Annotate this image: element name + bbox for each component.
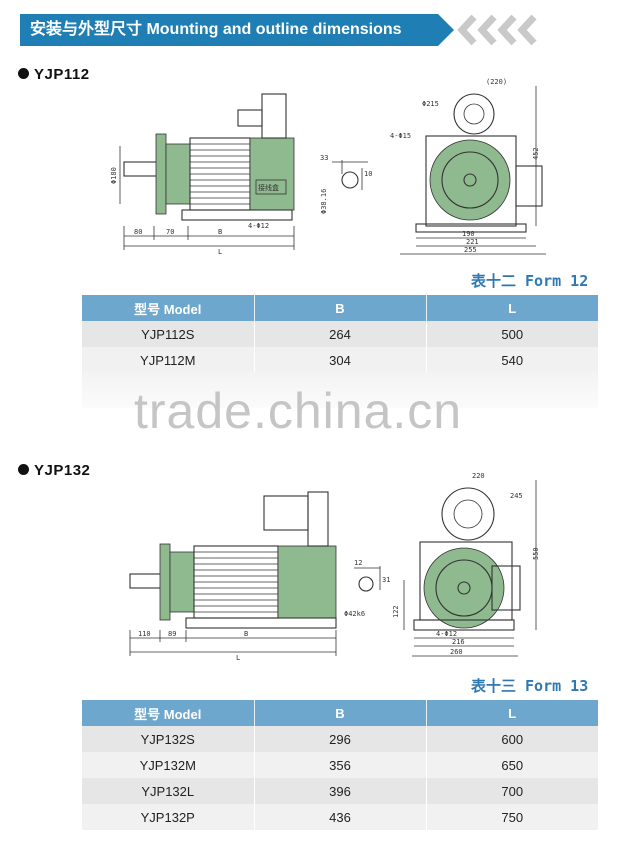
cell-l: 540: [426, 347, 598, 373]
table-header-row: 型号 Model B L: [82, 295, 598, 321]
watermark-band: [82, 372, 598, 408]
cell-b: 304: [254, 347, 427, 373]
header-b: B: [254, 700, 427, 726]
drawing-side-view-yjp112: 接线盒 Φ180 80 70 B L 4-Φ12: [110, 86, 380, 256]
table-row: YJP112M 304 540: [82, 347, 598, 373]
cell-model: YJP132S: [82, 726, 255, 752]
table-row: YJP132P 436 750: [82, 804, 598, 830]
cell-l: 700: [426, 778, 598, 804]
dim-33: 33: [320, 154, 328, 162]
dim-452: 452: [532, 147, 540, 160]
dim-12: 12: [354, 559, 362, 567]
form-label-12: 表十二 Form 12: [471, 272, 589, 290]
cell-b: 296: [254, 726, 427, 752]
table-row: YJP132L 396 700: [82, 778, 598, 804]
cell-model: YJP132P: [82, 804, 255, 830]
cell-l: 600: [426, 726, 598, 752]
dim-220: (220): [486, 78, 507, 86]
terminal-box-label: 接线盒: [258, 183, 279, 192]
dim-b: B: [218, 228, 222, 236]
bullet-icon: [18, 464, 29, 475]
dim-260: 260: [450, 648, 463, 656]
dim-190: 190: [462, 230, 475, 238]
drawing-side-view-yjp132: 110 89 B L: [124, 488, 364, 660]
drawing-front-view-yjp112: (220) Φ215 4-Φ15 452 190 221 255: [386, 76, 556, 258]
cell-l: 750: [426, 804, 598, 830]
dim-phi38: Φ38.16: [320, 189, 328, 214]
dim-4-phi15: 4-Φ15: [390, 132, 411, 140]
header-model: 型号 Model: [82, 295, 255, 321]
dim-l: L: [236, 654, 240, 660]
cell-l: 650: [426, 752, 598, 778]
dim-phi42k6: Φ42k6: [344, 610, 365, 618]
header-l: L: [426, 700, 598, 726]
spec-table-yjp132: 型号 Model B L YJP132S 296 600 YJP132M 356…: [82, 700, 598, 830]
cell-model: YJP132M: [82, 752, 255, 778]
cell-model: YJP112S: [82, 321, 255, 347]
cell-b: 356: [254, 752, 427, 778]
dim-l: L: [218, 248, 222, 256]
dim-110: 110: [138, 630, 151, 638]
dim-220: 220: [472, 472, 485, 480]
table-row: YJP112S 264 500: [82, 321, 598, 347]
dim-221: 221: [466, 238, 479, 246]
bullet-icon: [18, 68, 29, 79]
table-row: YJP132M 356 650: [82, 752, 598, 778]
table-row: YJP132S 296 600: [82, 726, 598, 752]
dim-122: 122: [392, 605, 400, 618]
dim-255: 255: [464, 246, 477, 254]
header-model: 型号 Model: [82, 700, 255, 726]
header-b: B: [254, 295, 427, 321]
dim-89: 89: [168, 630, 176, 638]
dim-31: 31: [382, 576, 390, 584]
dim-10: 10: [364, 170, 372, 178]
dim-4-phi12: 4-Φ12: [248, 222, 269, 230]
dim-550: 550: [532, 547, 540, 560]
dim-80: 80: [134, 228, 142, 236]
table-header-row: 型号 Model B L: [82, 700, 598, 726]
banner-title: 安装与外型尺寸 Mounting and outline dimensions: [30, 21, 402, 38]
model-heading-yjp132: YJP132: [18, 462, 90, 479]
watermark: trade.china.cn: [134, 383, 463, 439]
drawing-front-view-yjp132: 220 245 550 122 4-Φ12 216 260: [392, 470, 552, 662]
chevron-decoration-icon: [452, 14, 562, 46]
dim-phi180: Φ180: [110, 167, 118, 184]
dim-216: 216: [452, 638, 465, 646]
drawing-shaft-detail-yjp112: 33 10 Φ38.16: [318, 150, 378, 220]
dim-70: 70: [166, 228, 174, 236]
dim-245: 245: [510, 492, 523, 500]
spec-table-yjp112: 型号 Model B L YJP112S 264 500 YJP112M 304…: [82, 295, 598, 373]
cell-b: 436: [254, 804, 427, 830]
model-heading-yjp112: YJP112: [18, 66, 90, 83]
section-banner: 安装与外型尺寸 Mounting and outline dimensions: [20, 14, 454, 46]
cell-b: 264: [254, 321, 427, 347]
form-label-13: 表十三 Form 13: [471, 677, 589, 695]
cell-model: YJP112M: [82, 347, 255, 373]
header-l: L: [426, 295, 598, 321]
dim-b: B: [244, 630, 248, 638]
dim-phi215: Φ215: [422, 100, 439, 108]
cell-model: YJP132L: [82, 778, 255, 804]
model-name: YJP112: [34, 66, 90, 83]
drawing-shaft-detail-yjp132: 12 31 Φ42k6: [340, 556, 390, 620]
dim-4-phi12: 4-Φ12: [436, 630, 457, 638]
cell-l: 500: [426, 321, 598, 347]
cell-b: 396: [254, 778, 427, 804]
model-name: YJP132: [34, 462, 91, 479]
